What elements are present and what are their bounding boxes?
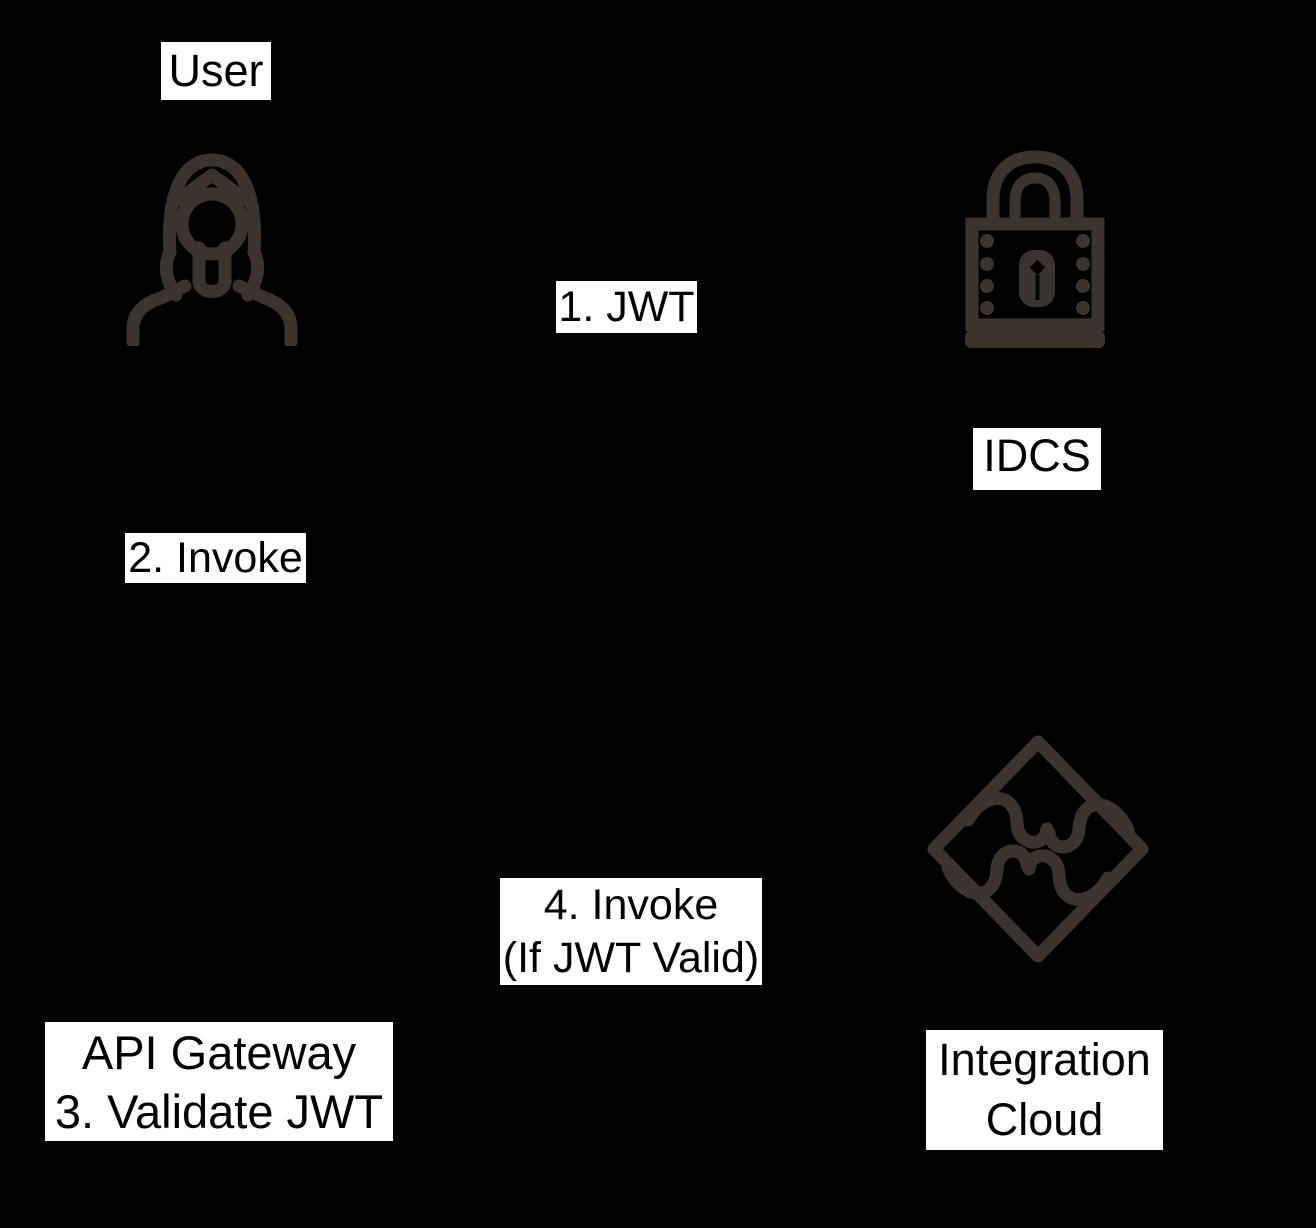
step-1-jwt-label: 1. JWT (556, 281, 697, 333)
step-1-jwt-text: 1. JWT (558, 282, 695, 331)
user-node-label: User (161, 42, 271, 100)
integration-cloud-node-label: Integration Cloud (926, 1030, 1163, 1150)
api-gateway-label-line2: 3. Validate JWT (54, 1084, 384, 1138)
user-node-label-text: User (168, 45, 264, 97)
step-4-invoke-line2: (If JWT Valid) (502, 933, 760, 982)
lock-icon (962, 145, 1108, 350)
integration-cloud-label-line2: Cloud (985, 1094, 1104, 1145)
step-2-invoke-text: 2. Invoke (128, 533, 303, 582)
api-gateway-node-label: API Gateway 3. Validate JWT (45, 1022, 393, 1141)
step-4-invoke-label: 4. Invoke (If JWT Valid) (500, 878, 762, 985)
puzzle-icon (922, 730, 1154, 968)
person-icon (123, 148, 301, 346)
api-gateway-label-line1: API Gateway (81, 1025, 357, 1079)
idcs-node-label: IDCS (973, 428, 1101, 490)
idcs-node-label-text: IDCS (983, 430, 1091, 481)
step-4-invoke-line1: 4. Invoke (543, 880, 719, 929)
integration-cloud-label-line1: Integration (938, 1034, 1151, 1085)
step-2-invoke-label: 2. Invoke (125, 533, 306, 583)
